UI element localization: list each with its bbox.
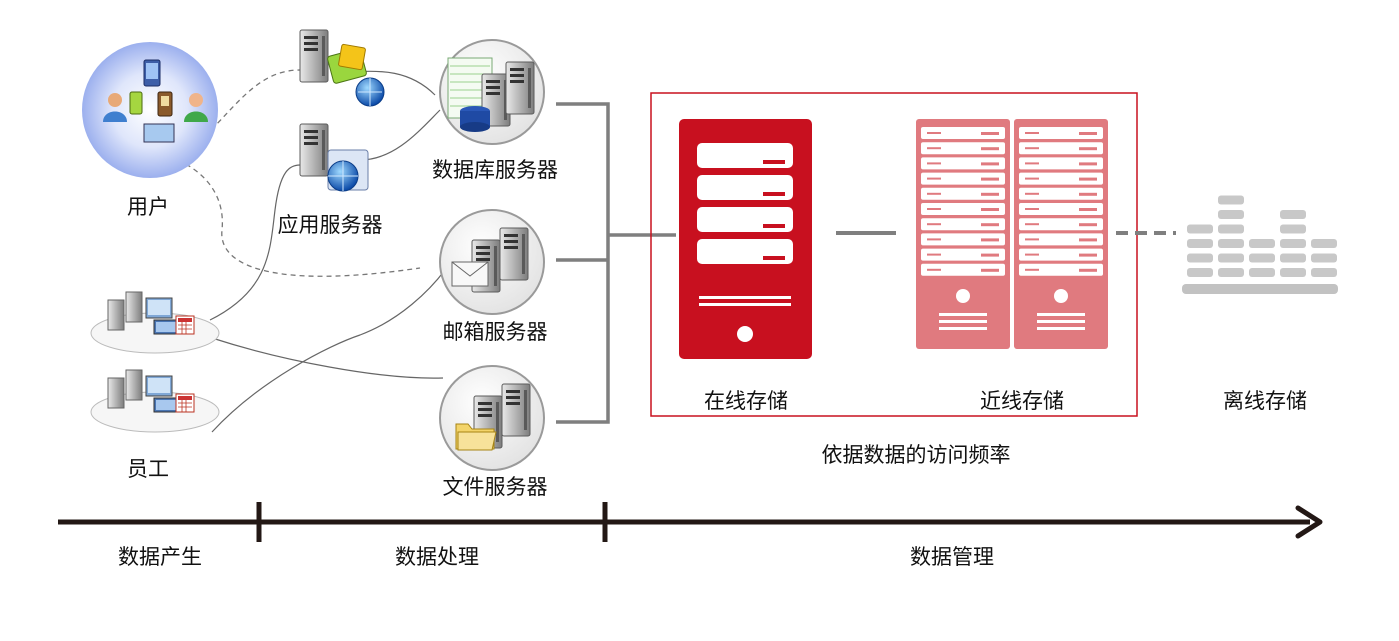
tape-cartridge	[1218, 224, 1244, 234]
tape-cartridge	[1249, 239, 1275, 248]
drive-slot	[921, 248, 1005, 261]
employee-label: 员工	[127, 457, 169, 481]
drive-slot	[921, 218, 1005, 231]
drive-slot	[921, 127, 1005, 139]
access-frequency-caption: 依据数据的访问频率	[821, 443, 1011, 467]
drive-slot	[1019, 142, 1103, 155]
user-label: 用户	[127, 195, 169, 219]
tape-cartridge	[1187, 239, 1213, 248]
timeline-axis	[58, 502, 1323, 542]
drive-slot	[921, 263, 1005, 276]
drive-slot	[1019, 203, 1103, 215]
drive-slot	[1019, 172, 1103, 185]
stage-data-management: 数据管理	[910, 545, 994, 569]
tape-cartridge	[1218, 253, 1244, 263]
tape-cartridge	[1311, 253, 1337, 263]
drive-slot	[1019, 187, 1103, 200]
app-server-icon	[299, 29, 385, 192]
drive-slot	[1019, 218, 1103, 231]
tape-cartridge	[1249, 253, 1275, 263]
tape-cartridge	[1218, 239, 1244, 248]
drive-slot	[1019, 157, 1103, 170]
drive-slot	[921, 187, 1005, 200]
mail-server-icon	[439, 209, 545, 315]
drive-slot	[921, 203, 1005, 215]
offline-storage-icon	[1182, 195, 1338, 294]
tape-cartridge	[1218, 195, 1244, 205]
tape-cartridge	[1187, 253, 1213, 263]
stage-data-processing: 数据处理	[395, 545, 479, 569]
tape-cartridge	[1280, 239, 1306, 248]
offline-storage-label: 离线存储	[1223, 389, 1307, 413]
tape-cartridge	[1218, 210, 1244, 219]
online-storage-icon	[679, 119, 812, 359]
nearline-storage-label: 近线存储	[980, 389, 1064, 413]
drive-slot	[921, 233, 1005, 246]
tape-cartridge	[1280, 210, 1306, 219]
workstation-icon	[90, 291, 220, 433]
drive-slot	[1019, 127, 1103, 139]
drive-slot	[921, 142, 1005, 155]
tape-cartridge	[1218, 268, 1244, 277]
file-server-label: 文件服务器	[442, 475, 548, 499]
stage-data-generation: 数据产生	[118, 545, 202, 569]
tape-cartridge	[1249, 268, 1275, 277]
user-devices-icon	[82, 42, 218, 178]
app-server-label: 应用服务器	[277, 213, 383, 237]
drive-slot	[1019, 248, 1103, 261]
nearline-storage-icon	[916, 119, 1108, 349]
tape-cartridge	[1280, 224, 1306, 234]
database-server-icon	[439, 39, 545, 145]
tape-cartridge	[1311, 268, 1337, 277]
drive-slot	[1019, 263, 1103, 276]
tape-cartridge	[1187, 224, 1213, 234]
drive-slot	[921, 157, 1005, 170]
online-storage-label: 在线存储	[704, 389, 788, 413]
mail-server-label: 邮箱服务器	[442, 320, 548, 344]
db-server-label: 数据库服务器	[432, 158, 558, 182]
tape-cartridge	[1280, 253, 1306, 263]
file-server-icon	[439, 365, 545, 471]
tape-cartridge	[1187, 268, 1213, 277]
tape-cartridge	[1280, 268, 1306, 277]
drive-slot	[921, 172, 1005, 185]
server-bracket	[556, 102, 676, 424]
drive-slot	[1019, 233, 1103, 246]
tape-cartridge	[1311, 239, 1337, 248]
managed-storage-frame	[650, 92, 1138, 417]
